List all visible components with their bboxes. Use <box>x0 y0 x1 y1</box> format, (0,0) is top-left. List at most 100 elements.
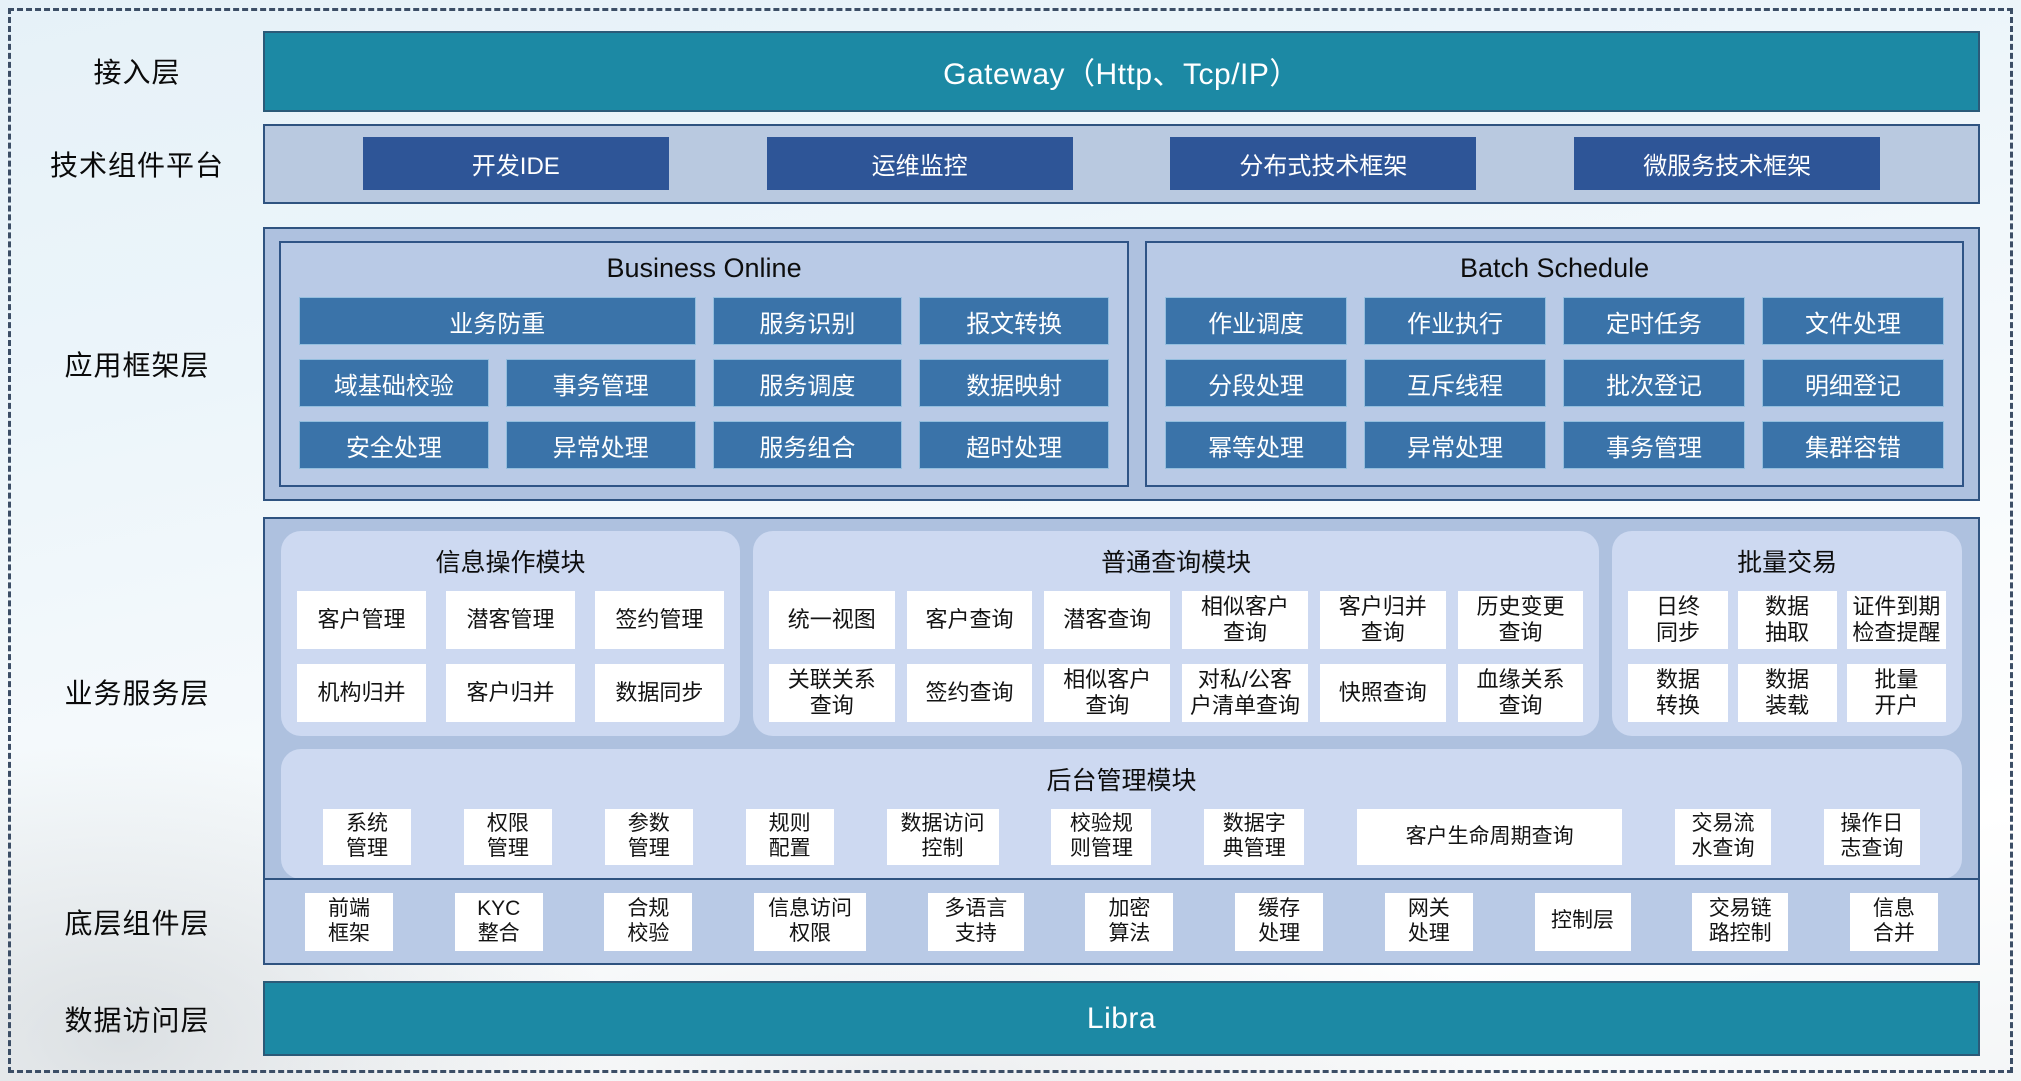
admin-item-transaction-flow-query: 交易流 水查询 <box>1675 809 1771 866</box>
bt-item-eod-sync: 日终 同步 <box>1628 591 1728 650</box>
layer-label-data-access: 数据访问层 <box>64 1004 210 1036</box>
bo-item-security: 安全处理 <box>299 421 489 470</box>
business-service-container: 信息操作模块 客户管理 潜客管理 签约管理 机构归并 客户归并 数据同步 普通查… <box>263 517 1980 894</box>
bo-item-service-dispatch: 服务调度 <box>712 359 903 408</box>
base-item-control-layer: 控制层 <box>1534 892 1631 951</box>
bs-item-exception: 异常处理 <box>1364 421 1547 470</box>
bs-item-job-execute: 作业执行 <box>1364 297 1547 346</box>
layer-row-base-components: 底层组件层 前端 框架 KYC 整合 合规 校验 信息访问 权限 多语言 支持 … <box>11 878 2010 966</box>
business-online-title: Business Online <box>606 253 802 284</box>
info-item-data-sync: 数据同步 <box>594 664 724 723</box>
query-item-unified-view: 统一视图 <box>768 591 895 650</box>
query-item-relation-query: 关联关系 查询 <box>768 664 895 723</box>
tech-item-dev-ide: 开发IDE <box>362 137 669 191</box>
business-online-panel: Business Online 业务防重 服务识别 报文转换 域基础校验 事务管… <box>279 241 1130 488</box>
bs-item-segment-process: 分段处理 <box>1165 359 1348 408</box>
layer-row-business-service: 业务服务层 信息操作模块 客户管理 潜客管理 签约管理 机构归并 客户归并 数据… <box>11 517 2010 894</box>
bt-item-cert-expiry-check: 证件到期 检查提醒 <box>1846 591 1946 650</box>
admin-item-data-access-control: 数据访问 控制 <box>886 809 999 866</box>
query-item-customer-query: 客户查询 <box>906 591 1033 650</box>
admin-item-permission-mgmt: 权限 管理 <box>463 809 552 866</box>
base-components-container: 前端 框架 KYC 整合 合规 校验 信息访问 权限 多语言 支持 加密 算法 … <box>263 878 1980 966</box>
layer-row-data-access: 数据访问层 Libra <box>11 981 2010 1056</box>
admin-module-row: 系统 管理 权限 管理 参数 管理 规则 配置 数据访问 控制 校验规 则管理 … <box>297 809 1946 866</box>
base-item-frontend-framework: 前端 框架 <box>305 892 393 951</box>
query-item-lineage-query: 血缘关系 查询 <box>1457 664 1584 723</box>
architecture-diagram-frame: 接入层 Gateway（Http、Tcp/IP） 技术组件平台 开发IDE 运维… <box>8 8 2013 1073</box>
admin-item-rule-config: 规则 配置 <box>745 809 834 866</box>
bo-item-service-compose: 服务组合 <box>712 421 903 470</box>
layer-label-business-service: 业务服务层 <box>64 678 210 710</box>
query-item-customer-list-query: 对私/公客 户清单查询 <box>1182 664 1308 723</box>
admin-module-title: 后台管理模块 <box>1046 767 1197 796</box>
bo-item-service-identify: 服务识别 <box>712 297 903 346</box>
query-module-title: 普通查询模块 <box>1101 549 1252 578</box>
layer-label-access: 接入层 <box>93 57 181 89</box>
base-item-info-access-permission: 信息访问 权限 <box>754 892 867 951</box>
base-item-multilang-support: 多语言 支持 <box>927 892 1024 951</box>
bt-item-data-extract: 数据 抽取 <box>1737 591 1837 650</box>
bo-item-timeout: 超时处理 <box>919 421 1110 470</box>
layer-label-app-framework: 应用框架层 <box>64 350 210 382</box>
info-ops-module-title: 信息操作模块 <box>435 549 586 578</box>
query-item-prospect-query: 潜客查询 <box>1044 591 1171 650</box>
info-item-org-merge: 机构归并 <box>297 664 426 723</box>
query-item-snapshot-query: 快照查询 <box>1319 664 1446 723</box>
query-module-panel: 普通查询模块 统一视图 客户查询 潜客查询 相似客户 查询 客户归并 查询 历史… <box>752 531 1600 737</box>
app-framework-container: Business Online 业务防重 服务识别 报文转换 域基础校验 事务管… <box>263 227 1980 502</box>
tech-item-ops-monitor: 运维监控 <box>766 137 1073 191</box>
info-ops-grid: 客户管理 潜客管理 签约管理 机构归并 客户归并 数据同步 <box>297 591 724 723</box>
admin-item-data-dictionary-mgmt: 数据字 典管理 <box>1204 809 1305 866</box>
query-item-history-change-query: 历史变更 查询 <box>1457 591 1584 650</box>
bt-item-batch-account-open: 批量 开户 <box>1846 664 1946 723</box>
bs-item-batch-register: 批次登记 <box>1563 359 1746 408</box>
admin-item-operation-log-query: 操作日 志查询 <box>1823 809 1920 866</box>
base-item-cache-process: 缓存 处理 <box>1235 892 1324 951</box>
base-item-transaction-link-control: 交易链 路控制 <box>1692 892 1789 951</box>
layer-row-app-framework: 应用框架层 Business Online 业务防重 服务识别 报文转换 域基础… <box>11 227 2010 502</box>
bs-item-scheduled-task: 定时任务 <box>1563 297 1746 346</box>
base-item-encryption-algorithm: 加密 算法 <box>1085 892 1174 951</box>
query-item-customer-merge-query: 客户归并 查询 <box>1319 591 1446 650</box>
batch-schedule-panel: Batch Schedule 作业调度 作业执行 定时任务 文件处理 分段处理 … <box>1145 241 1964 488</box>
admin-item-customer-lifecycle-query: 客户生命周期查询 <box>1357 809 1623 866</box>
batch-schedule-title: Batch Schedule <box>1459 253 1650 284</box>
base-item-kyc-integration: KYC 整合 <box>454 892 543 951</box>
bo-item-exception: 异常处理 <box>505 421 696 470</box>
query-item-similar-customer-query-2: 相似客户 查询 <box>1044 664 1171 723</box>
business-online-grid: 业务防重 服务识别 报文转换 域基础校验 事务管理 服务调度 数据映射 安全处理… <box>299 297 1110 470</box>
query-grid: 统一视图 客户查询 潜客查询 相似客户 查询 客户归并 查询 历史变更 查询 关… <box>768 591 1584 723</box>
gateway-bar: Gateway（Http、Tcp/IP） <box>263 31 1980 112</box>
query-item-similar-customer-query: 相似客户 查询 <box>1182 591 1308 650</box>
bs-item-transaction-mgmt: 事务管理 <box>1563 421 1746 470</box>
info-item-prospect-mgmt: 潜客管理 <box>445 591 575 650</box>
tech-item-distributed-framework: 分布式技术框架 <box>1170 137 1477 191</box>
batch-trade-grid: 日终 同步 数据 抽取 证件到期 检查提醒 数据 转换 数据 装载 批量 开户 <box>1628 591 1946 723</box>
info-ops-module-panel: 信息操作模块 客户管理 潜客管理 签约管理 机构归并 客户归并 数据同步 <box>281 531 740 737</box>
admin-module-panel: 后台管理模块 系统 管理 权限 管理 参数 管理 规则 配置 数据访问 控制 校… <box>281 749 1962 880</box>
batch-trade-title: 批量交易 <box>1737 549 1838 578</box>
query-item-contract-query: 签约查询 <box>906 664 1033 723</box>
bo-item-data-mapping: 数据映射 <box>919 359 1110 408</box>
layer-row-access: 接入层 Gateway（Http、Tcp/IP） <box>11 31 2010 112</box>
bo-item-domain-validate: 域基础校验 <box>299 359 489 408</box>
info-item-customer-merge: 客户归并 <box>445 664 575 723</box>
info-item-customer-mgmt: 客户管理 <box>297 591 426 650</box>
admin-item-validation-rule-mgmt: 校验规 则管理 <box>1051 809 1152 866</box>
bs-item-job-dispatch: 作业调度 <box>1165 297 1348 346</box>
bs-item-file-process: 文件处理 <box>1762 297 1944 346</box>
bs-item-cluster-tolerance: 集群容错 <box>1762 421 1944 470</box>
bo-item-message-convert: 报文转换 <box>919 297 1110 346</box>
bo-item-dedupe: 业务防重 <box>299 297 696 346</box>
bt-item-data-convert: 数据 转换 <box>1628 664 1728 723</box>
tech-platform-container: 开发IDE 运维监控 分布式技术框架 微服务技术框架 <box>263 123 1980 205</box>
info-item-contract-mgmt: 签约管理 <box>594 591 724 650</box>
admin-item-system-mgmt: 系统 管理 <box>323 809 411 866</box>
bs-item-mutex-thread: 互斥线程 <box>1364 359 1547 408</box>
layer-label-base-components: 底层组件层 <box>64 907 210 939</box>
batch-trade-panel: 批量交易 日终 同步 数据 抽取 证件到期 检查提醒 数据 转换 数据 装载 批… <box>1612 531 1962 737</box>
admin-item-parameter-mgmt: 参数 管理 <box>604 809 693 866</box>
tech-item-microservice-framework: 微服务技术框架 <box>1574 137 1881 191</box>
bo-item-transaction-mgmt: 事务管理 <box>505 359 696 408</box>
base-item-compliance-check: 合规 校验 <box>604 892 693 951</box>
